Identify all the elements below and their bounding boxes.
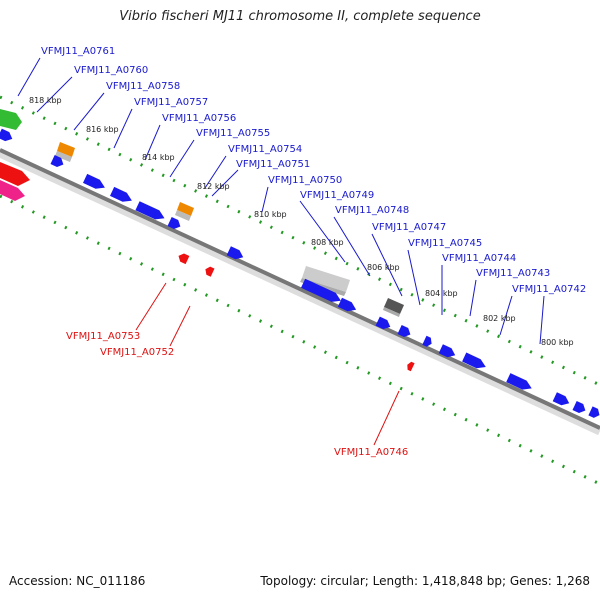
label-leader-line	[135, 282, 167, 331]
trna-feature-shadow	[175, 210, 191, 221]
kbp-tick: 804 kbp	[425, 289, 458, 298]
label-leader-line	[17, 57, 41, 97]
map-title: Vibrio fischeri MJ11 chromosome II, comp…	[119, 9, 481, 24]
forward-gene-arrow[interactable]	[552, 392, 570, 406]
gene-features	[0, 109, 404, 317]
forward-gene-arrow[interactable]	[301, 278, 341, 302]
gene-label[interactable]: VFMJ11_A0757	[134, 97, 208, 108]
gene-label[interactable]: VFMJ11_A0758	[106, 81, 180, 92]
forward-genes	[0, 128, 600, 418]
kbp-tick: 808 kbp	[311, 238, 344, 247]
gene-label[interactable]: VFMJ11_A0745	[408, 238, 482, 249]
forward-gene-arrow[interactable]	[397, 325, 411, 337]
kbp-tick: 812 kbp	[197, 182, 230, 191]
gene-label[interactable]: VFMJ11_A0743	[476, 268, 550, 279]
forward-gene-arrow[interactable]	[226, 246, 244, 260]
label-leader-line	[499, 295, 513, 336]
label-leader-line	[261, 186, 269, 213]
forward-gene-arrow[interactable]	[135, 201, 165, 220]
kbp-tick: 816 kbp	[86, 125, 119, 134]
gene-label[interactable]: VFMJ11_A0756	[162, 113, 236, 124]
kbp-tick: 818 kbp	[29, 96, 62, 105]
label-leader-line	[113, 108, 133, 149]
label-leader-line	[204, 155, 227, 189]
forward-gene-arrow[interactable]	[375, 316, 391, 330]
label-leader-line	[169, 139, 195, 178]
gene-feature[interactable]	[0, 162, 30, 186]
gene-label[interactable]: VFMJ11_A0748	[335, 205, 409, 216]
label-leader-line	[371, 233, 403, 297]
gene-feature-shadow	[383, 307, 400, 317]
forward-gene-arrow[interactable]	[462, 352, 486, 369]
label-leader-line	[373, 390, 400, 446]
kbp-tick: 806 kbp	[367, 263, 400, 272]
kbp-tick: 802 kbp	[483, 314, 516, 323]
gene-label[interactable]: VFMJ11_A0760	[74, 65, 148, 76]
gene-feature[interactable]	[384, 298, 404, 314]
reverse-genes	[178, 253, 415, 372]
gene-feature[interactable]	[0, 109, 22, 130]
forward-gene-arrow[interactable]	[588, 406, 600, 418]
label-leader-line	[169, 305, 191, 347]
gene-label[interactable]: VFMJ11_A0752	[100, 347, 174, 358]
forward-gene-arrow[interactable]	[422, 335, 432, 347]
forward-gene-arrow[interactable]	[572, 401, 586, 413]
label-leaders	[17, 57, 545, 446]
label-leader-line	[73, 92, 105, 131]
trna-feature[interactable]	[57, 142, 75, 157]
trna-feature-shadow	[55, 151, 72, 162]
gene-feature[interactable]	[0, 180, 25, 201]
gene-label[interactable]: VFMJ11_A0742	[512, 284, 586, 295]
gene-label[interactable]: VFMJ11_A0753	[66, 331, 140, 342]
reverse-gene-arrow[interactable]	[178, 253, 190, 265]
genome-summary-text: Topology: circular; Length: 1,418,848 bp…	[260, 574, 590, 588]
trna-feature[interactable]	[177, 202, 194, 216]
gene-label[interactable]: VFMJ11_A0747	[372, 222, 446, 233]
chromosome-backbone	[0, 148, 600, 430]
forward-gene-arrow[interactable]	[337, 297, 357, 312]
gene-label[interactable]: VFMJ11_A0746	[334, 447, 408, 458]
accession-text: Accession: NC_011186	[9, 574, 146, 588]
label-leader-line	[469, 279, 477, 317]
reverse-gene-arrow[interactable]	[407, 361, 415, 372]
label-leader-line	[36, 76, 73, 113]
reverse-gene-arrow[interactable]	[205, 266, 215, 277]
forward-gene-arrow[interactable]	[438, 344, 456, 358]
kbp-tick: 814 kbp	[142, 153, 175, 162]
gene-label[interactable]: VFMJ11_A0755	[196, 128, 270, 139]
forward-gene-arrow[interactable]	[506, 373, 532, 390]
label-leader-line	[407, 249, 421, 306]
forward-gene-arrow[interactable]	[0, 128, 13, 142]
forward-gene-arrow[interactable]	[167, 217, 181, 229]
gene-label[interactable]: VFMJ11_A0754	[228, 144, 302, 155]
forward-gene-arrow[interactable]	[110, 186, 132, 202]
gene-label[interactable]: VFMJ11_A0751	[236, 159, 310, 170]
backbone-shadow	[0, 148, 600, 436]
gene-label[interactable]: VFMJ11_A0749	[300, 190, 374, 201]
forward-gene-arrow[interactable]	[50, 155, 64, 167]
label-leader-line	[144, 124, 161, 161]
kbp-tick: 810 kbp	[254, 210, 287, 219]
gene-label[interactable]: VFMJ11_A0761	[41, 46, 115, 57]
gene-label[interactable]: VFMJ11_A0744	[442, 253, 516, 264]
rrna-feature[interactable]	[302, 266, 350, 292]
label-leader-line	[333, 216, 371, 277]
forward-gene-arrow[interactable]	[83, 173, 105, 189]
label-leader-line	[299, 200, 346, 263]
label-leader-line	[539, 295, 545, 345]
gene-label[interactable]: VFMJ11_A0750	[268, 175, 342, 186]
kbp-tick: 800 kbp	[541, 338, 574, 347]
label-leader-line	[211, 169, 239, 197]
